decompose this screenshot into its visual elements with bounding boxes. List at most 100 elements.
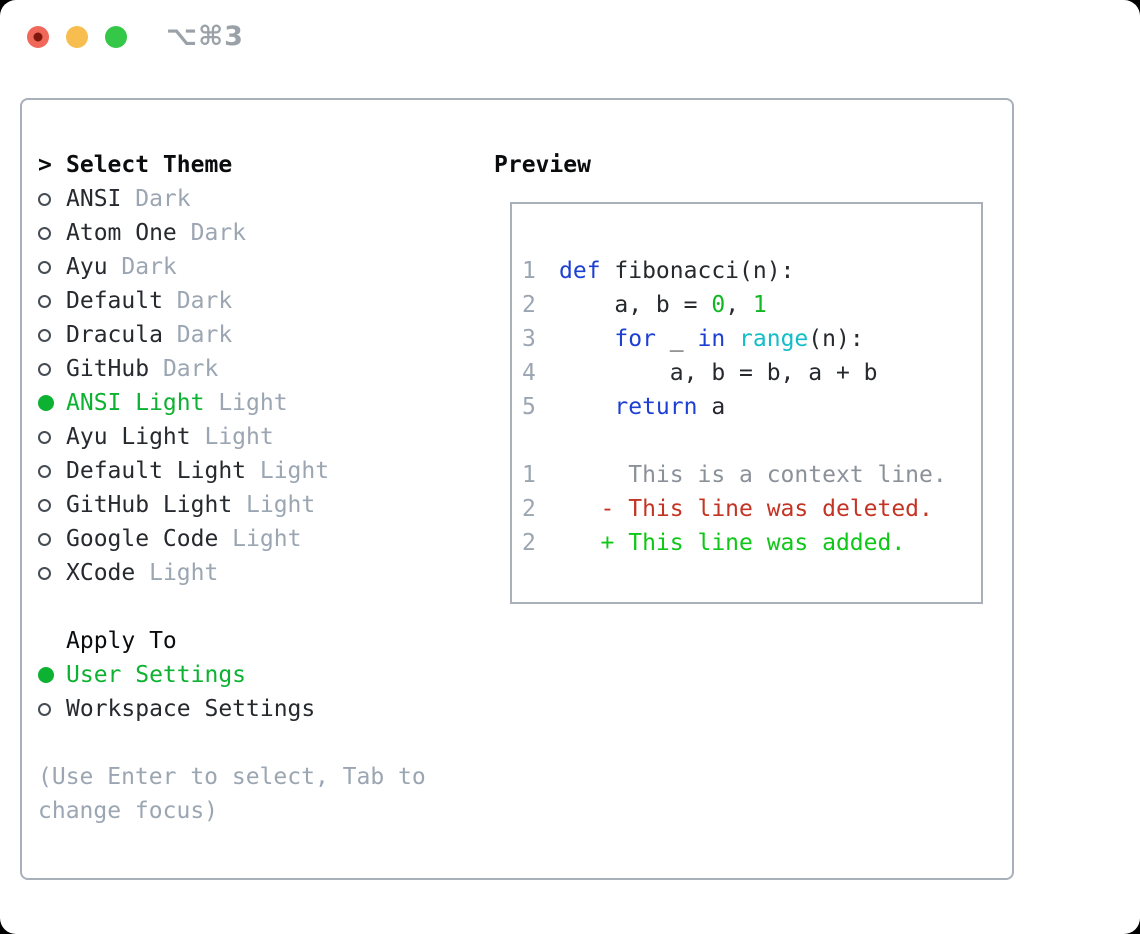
code-token: 0 [711,292,726,318]
theme-option-ansi-light[interactable]: ANSI Light Light [38,386,426,420]
radio-unselected-icon[interactable] [38,532,66,546]
theme-option-dracula[interactable]: Dracula Dark [38,318,426,352]
preview-code-line [522,424,981,458]
help-text: change focus) [38,798,219,824]
option-label: ANSI [66,186,122,212]
theme-option-github[interactable]: GitHub Dark [38,352,426,386]
radio-unselected-icon[interactable] [38,260,66,274]
spacer [38,726,426,760]
line-number: 2 [522,530,536,556]
option-label: Google Code [66,526,219,552]
option-label: ANSI Light [66,390,205,416]
option-variant-label: Light [190,424,274,450]
theme-option-github-light[interactable]: GitHub Light Light [38,488,426,522]
theme-option-xcode[interactable]: XCode Light [38,556,426,590]
option-variant-label: Dark [176,220,247,246]
titlebar: ⌥⌘3 [0,0,1140,74]
code-token: + This line was added. [559,530,906,556]
minimize-button[interactable] [66,26,88,48]
radio-unselected-icon[interactable] [38,328,66,342]
line-number: 4 [522,360,536,386]
preview-code-line: 1 This is a context line. [522,458,981,492]
code-token: , [725,292,753,318]
preview-code-line: 2 - This line was deleted. [522,492,981,526]
radio-unselected-icon[interactable] [38,192,66,206]
option-variant-label: Dark [149,356,219,382]
help-text: (Use Enter to select, Tab to [38,764,426,790]
theme-option-default-light[interactable]: Default Light Light [38,454,426,488]
code-token: range [739,326,809,352]
line-number: 2 [522,292,536,318]
preview-code-line: 2 + This line was added. [522,526,981,560]
apply-to-header: Apply To [38,624,426,658]
theme-option-ayu-light[interactable]: Ayu Light Light [38,420,426,454]
radio-selected-icon[interactable] [38,667,66,683]
option-label: Default Light [66,458,247,484]
code-token: - This line was deleted. [559,496,933,522]
close-button[interactable] [27,26,49,48]
line-number: 1 [522,258,536,284]
apply-option-workspace-settings[interactable]: Workspace Settings [38,692,426,726]
radio-unselected-icon[interactable] [38,702,66,716]
radio-unselected-icon[interactable] [38,226,66,240]
code-token: a, b = [559,292,712,318]
preview-code-line: 2 a, b = 0, 1 [522,288,981,322]
radio-unselected-icon[interactable] [38,430,66,444]
code-token: 1 [752,292,767,318]
option-label: Ayu Light [66,424,191,450]
code-token: fibonacci(n): [600,258,795,284]
option-label: Dracula [66,322,163,348]
spacer [38,590,426,624]
option-label: Atom One [66,220,177,246]
option-label: GitHub Light [66,492,233,518]
code-token [559,326,614,352]
option-label: Ayu [66,254,108,280]
option-variant-label: Light [232,492,316,518]
prompt-icon: > [38,152,52,178]
line-number: 3 [522,326,536,352]
theme-option-ansi[interactable]: ANSI Dark [38,182,426,216]
select-theme-header: > Select Theme [38,148,426,182]
option-variant-label: Dark [162,288,233,314]
preview-code-line: 5 return a [522,390,981,424]
preview-code-line: 4 a, b = b, a + b [522,356,981,390]
theme-option-ayu[interactable]: Ayu Dark [38,250,426,284]
select-theme-title: Select Theme [66,152,233,178]
zoom-button[interactable] [105,26,127,48]
code-token: _ [655,326,698,352]
line-number: 2 [522,496,536,522]
option-label: XCode [66,560,136,586]
theme-option-atom-one[interactable]: Atom One Dark [38,216,426,250]
theme-option-google-code[interactable]: Google Code Light [38,522,426,556]
code-token [725,326,739,352]
apply-option-user-settings[interactable]: User Settings [38,658,426,692]
option-label: User Settings [66,662,247,688]
code-token [559,394,614,420]
code-token: return [614,394,698,420]
code-token: (n): [808,326,864,352]
option-variant-label: Dark [162,322,233,348]
theme-option-default[interactable]: Default Dark [38,284,426,318]
code-token: This is a context line. [559,462,947,488]
code-token: for [614,326,656,352]
option-label: GitHub [66,356,150,382]
option-variant-label: Light [135,560,219,586]
option-variant-label: Light [246,458,330,484]
line-number: 1 [522,462,536,488]
code-token: def [559,258,601,284]
radio-unselected-icon[interactable] [38,566,66,580]
radio-unselected-icon[interactable] [38,362,66,376]
radio-unselected-icon[interactable] [38,464,66,478]
radio-unselected-icon[interactable] [38,498,66,512]
preview-code-line: 1 def fibonacci(n): [522,254,981,288]
option-label: Workspace Settings [66,696,316,722]
unsaved-changes-dot [33,32,43,42]
radio-unselected-icon[interactable] [38,294,66,308]
option-variant-label: Dark [107,254,177,280]
line-number: 5 [522,394,536,420]
option-variant-label: Light [218,526,302,552]
radio-selected-icon[interactable] [38,395,66,411]
option-label: Default [66,288,163,314]
